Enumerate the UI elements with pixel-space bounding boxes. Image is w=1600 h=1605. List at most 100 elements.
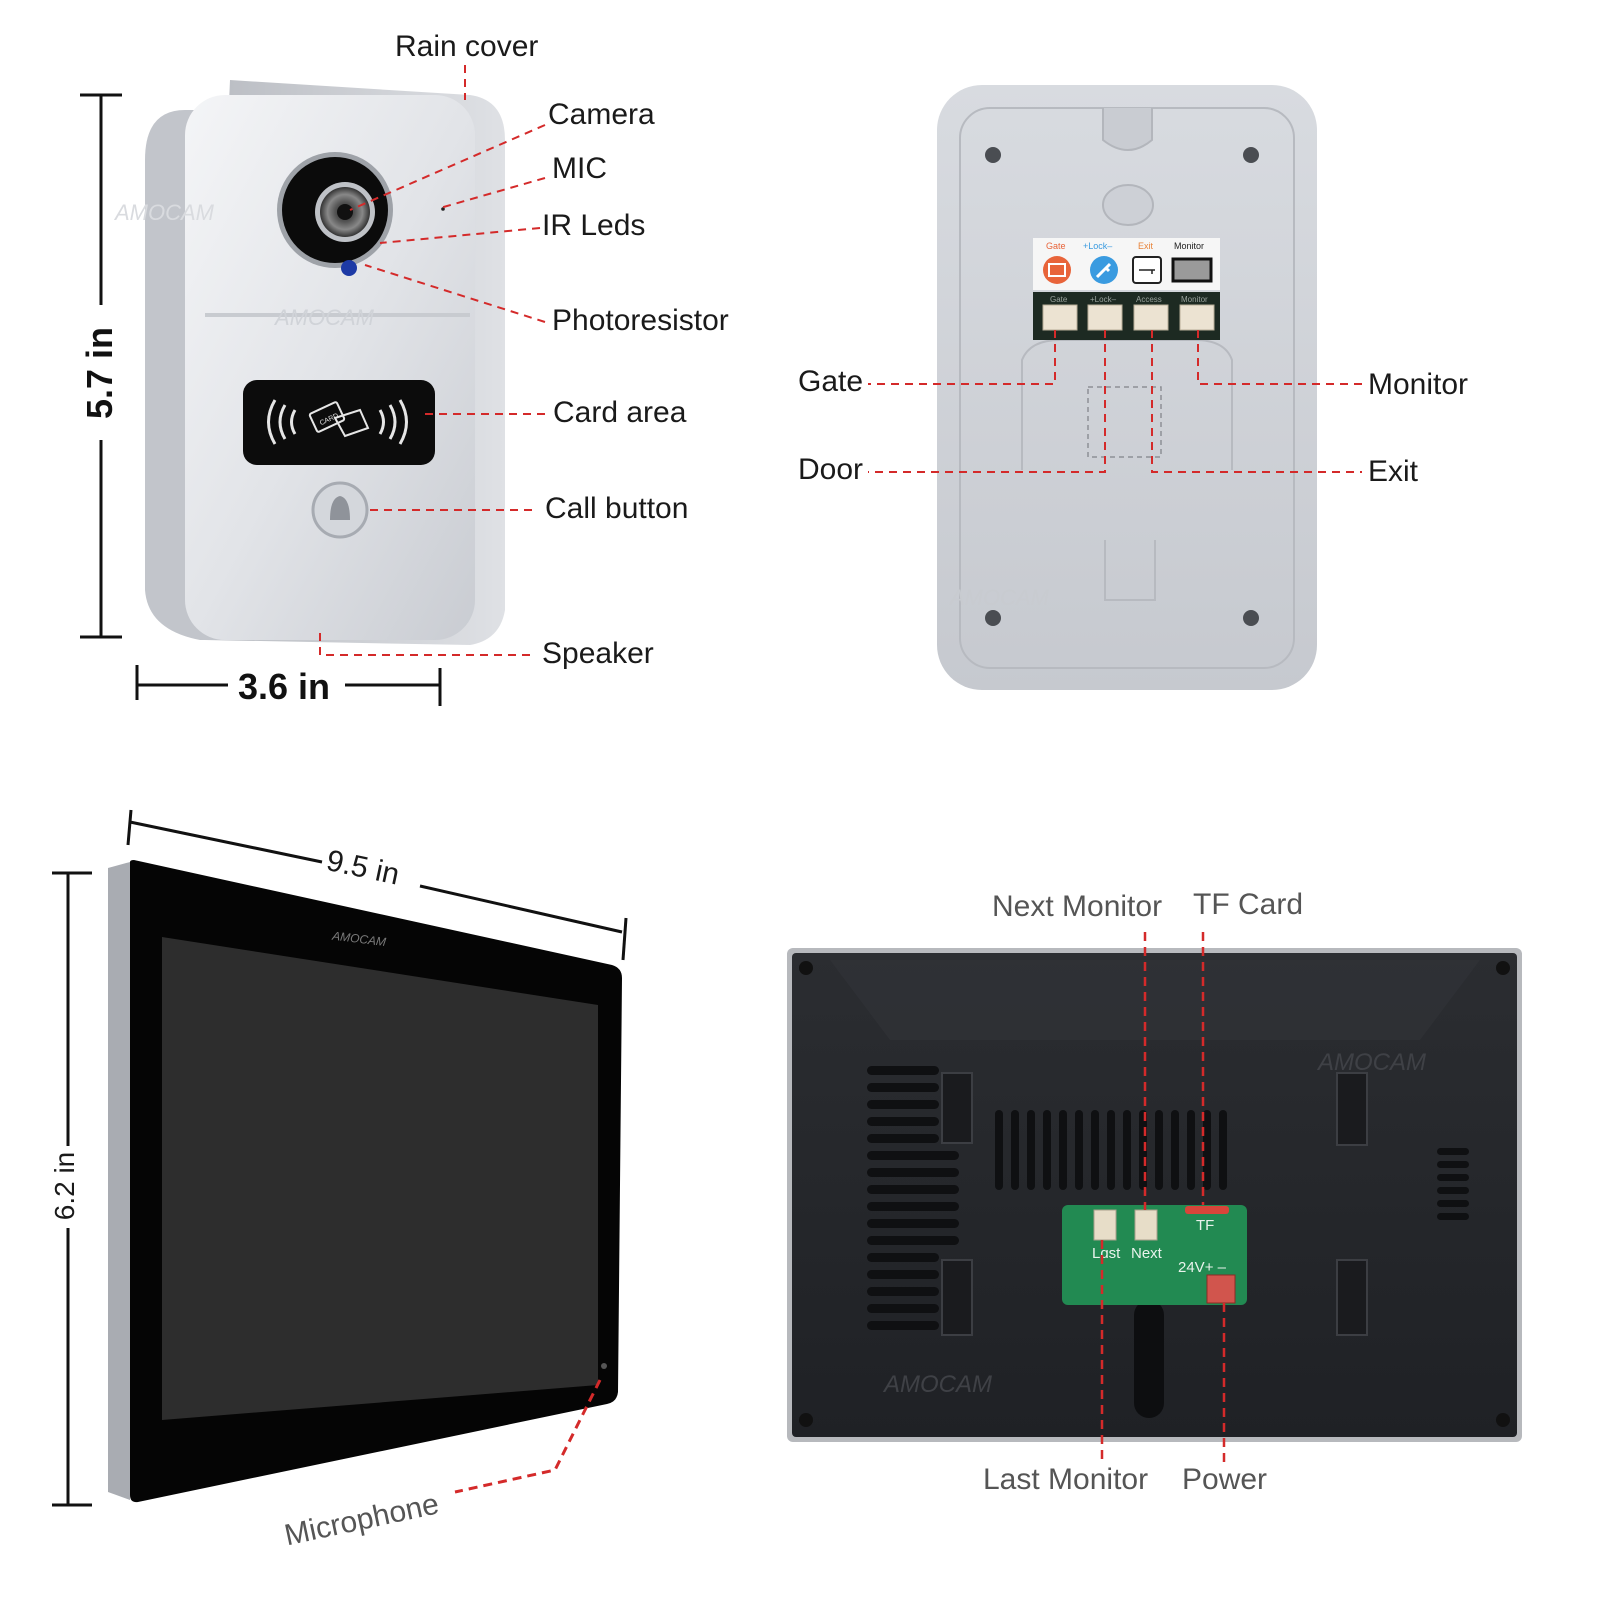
vent-slot [1059, 1110, 1067, 1190]
monitor-back-panel: AMOCAM AMOCAM Lɑst Next TF 24V+ – [787, 932, 1522, 1462]
tf-card-slot [1185, 1206, 1229, 1214]
right-vents [1437, 1148, 1469, 1220]
label-rain-cover: Rain cover [395, 30, 539, 63]
next-connector [1134, 1209, 1158, 1241]
doorbell-callout-lines [319, 65, 546, 656]
screw-hole [1496, 1413, 1510, 1427]
camera-lens-center [337, 204, 353, 220]
last-connector [1093, 1209, 1117, 1241]
vent-slot [867, 1117, 939, 1126]
vent-slot [1043, 1110, 1051, 1190]
vent-slot [1437, 1148, 1469, 1155]
label-door: Door [798, 453, 864, 486]
vent-slot [1011, 1110, 1019, 1190]
screw-hole [1496, 961, 1510, 975]
vent-slot [867, 1253, 939, 1262]
nfc-waves-icon [267, 399, 408, 445]
pcb-label-last: Lɑst [1092, 1245, 1121, 1262]
label-photoresistor: Photoresistor [552, 304, 729, 337]
vent-slot [867, 1270, 939, 1279]
mount-clip [941, 1072, 973, 1144]
doorbell-front-panel: CARD AMOCAM AMOCAM [80, 65, 546, 706]
dimension-height-doorbell: 5.7 in [79, 326, 120, 420]
case-bevel [830, 960, 1480, 1040]
watermark: AMOCAM [882, 1371, 992, 1398]
connector-gate [1042, 304, 1078, 331]
label-monitor: Monitor [1368, 368, 1469, 401]
label-ir-leds: IR Leds [542, 209, 646, 242]
doorbell-back-callout-lines [868, 330, 1362, 473]
vent-slot [1187, 1110, 1195, 1190]
gate-icon [1043, 256, 1071, 284]
label-last-monitor: Last Monitor [983, 1463, 1149, 1496]
monitor-back-case [792, 953, 1517, 1437]
connector-monitor [1179, 304, 1215, 331]
vent-slot [867, 1236, 959, 1245]
watermark: AMOCAM [273, 305, 375, 330]
pcb-silkscreen: Lɑst Next TF 24V+ – [1092, 1217, 1227, 1276]
vent-slot [867, 1066, 939, 1075]
screw-hole [799, 961, 813, 975]
label-gate: Gate [798, 365, 864, 398]
height-dimension-line [52, 871, 92, 1507]
terminal-connectors [1042, 304, 1215, 331]
doorbell-back-panel: AMOCAM Gate +Lock– Exit Monitor Gate +Lo… [868, 85, 1362, 690]
mic-hole [441, 207, 445, 211]
vent-slot [1437, 1213, 1469, 1220]
microphone-hole [601, 1363, 607, 1369]
screw-hole [985, 610, 1001, 626]
vent-slot [867, 1321, 939, 1330]
monitor-brand-logo: AMOCAM [330, 929, 386, 950]
vent-slot [1155, 1110, 1163, 1190]
vent-slot [1075, 1110, 1083, 1190]
dimension-height-monitor: 6.2 in [49, 1151, 80, 1221]
vent-slot [995, 1110, 1003, 1190]
vent-slot [867, 1287, 939, 1296]
mount-clip [1336, 1259, 1368, 1336]
connector-lock [1087, 304, 1123, 331]
legend-lock-label: +Lock– [1083, 241, 1112, 251]
monitor-screen [162, 937, 598, 1420]
mount-clip [941, 1259, 973, 1336]
screw-hole [1243, 147, 1259, 163]
vent-slot [867, 1151, 959, 1160]
label-tf-card: TF Card [1193, 888, 1304, 921]
screw-hole [1243, 610, 1259, 626]
vent-slot [1437, 1174, 1469, 1181]
label-next-monitor: Next Monitor [992, 890, 1163, 923]
center-vents [995, 1110, 1227, 1190]
key-icon-glyph [1095, 262, 1112, 279]
label-call-button: Call button [545, 492, 689, 525]
label-speaker: Speaker [542, 637, 654, 670]
vent-slot [1027, 1110, 1035, 1190]
monitor-back-callout-lines [1100, 932, 1226, 1462]
screw-hole [985, 147, 1001, 163]
label-camera: Camera [548, 98, 655, 131]
label-card-area: Card area [553, 396, 687, 429]
watermark: AMOCAM [1316, 1049, 1426, 1076]
watermark: AMOCAM [948, 585, 1050, 610]
legend-monitor-label: Monitor [1174, 241, 1204, 251]
bottom-slot [1104, 540, 1156, 601]
monitor-frame-edge [108, 862, 130, 1500]
vent-slot [867, 1134, 939, 1143]
dashed-box [1087, 386, 1162, 458]
label-power: Power [1182, 1463, 1268, 1496]
vent-slot [867, 1100, 939, 1109]
vent-slot [1203, 1110, 1211, 1190]
vent-slot [867, 1083, 939, 1092]
width-dimension-line [135, 665, 442, 706]
cable [1134, 1300, 1164, 1418]
pcb-label-tf: TF [1196, 1217, 1214, 1234]
exit-key-icon-glyph [1139, 269, 1155, 274]
pcb-label-access: Access [1136, 295, 1162, 304]
dimension-width-doorbell: 3.6 in [238, 666, 331, 707]
power-connector [1206, 1274, 1236, 1304]
doorbell-face [185, 95, 475, 640]
vent-slot [1091, 1110, 1099, 1190]
vent-slot [1107, 1110, 1115, 1190]
pcb-labels: Gate +Lock– Access Monitor [1050, 295, 1208, 304]
vent-slot [867, 1168, 959, 1177]
